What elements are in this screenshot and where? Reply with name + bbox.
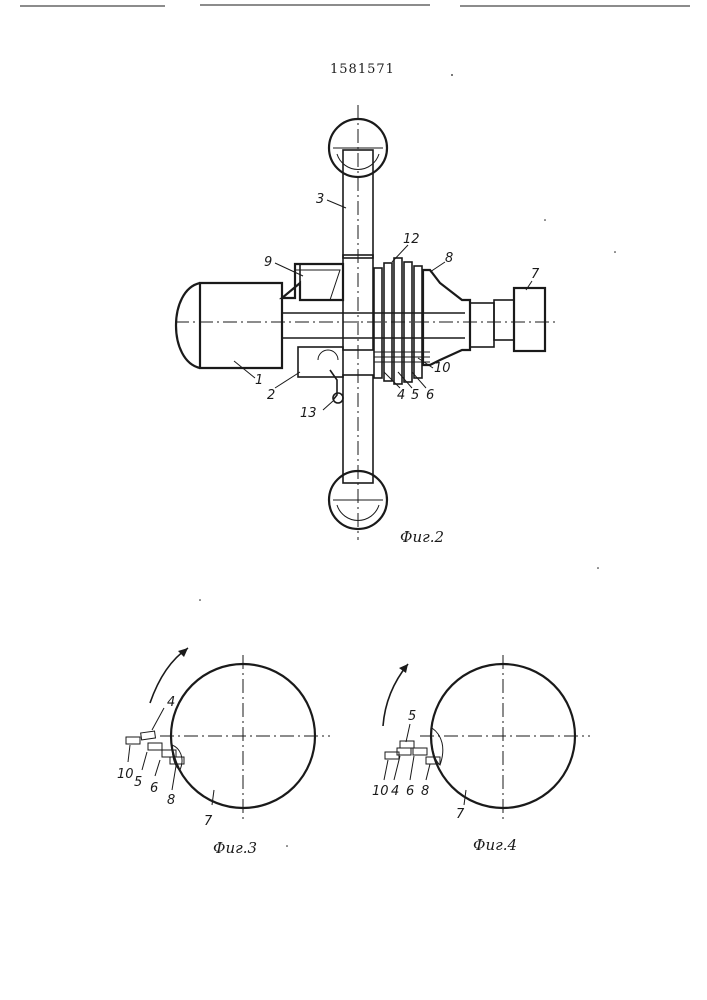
leader-lines [234, 200, 532, 410]
label-7: 7 [531, 267, 540, 282]
label-10: 10 [372, 784, 389, 799]
workpiece [494, 288, 545, 351]
figure-3: 4 10 5 6 8 7 Фиг.3 [117, 648, 330, 857]
label-5: 5 [408, 709, 416, 724]
motor-body [176, 283, 282, 368]
label-3: 3 [316, 192, 324, 207]
label-5: 5 [134, 775, 142, 790]
label-6: 6 [426, 388, 434, 403]
label-12: 12 [403, 232, 420, 247]
figure-3-caption: Фиг.3 [213, 839, 257, 857]
figure-2: 1 2 3 4 5 6 7 8 9 10 12 13 Фиг.2 [175, 105, 555, 546]
label-6: 6 [150, 781, 158, 796]
label-10: 10 [434, 361, 451, 376]
label-5: 5 [411, 388, 419, 403]
label-8: 8 [421, 784, 429, 799]
label-1: 1 [255, 373, 263, 388]
rotation-arrow [383, 664, 408, 726]
label-8: 8 [167, 793, 175, 808]
figure-4-caption: Фиг.4 [473, 836, 517, 854]
fitting [330, 370, 343, 403]
label-6: 6 [406, 784, 414, 799]
label-8: 8 [445, 251, 453, 266]
label-4: 4 [391, 784, 399, 799]
patent-number: 1581571 [330, 62, 395, 77]
label-2: 2 [267, 388, 275, 403]
figure-2-caption: Фиг.2 [400, 528, 444, 546]
label-7: 7 [456, 807, 465, 822]
label-10: 10 [117, 767, 134, 782]
abrasive-segments [126, 731, 184, 770]
cone-nose [423, 270, 494, 365]
label-4: 4 [167, 695, 175, 710]
figure-4: 5 10 4 6 8 7 Фиг.4 [372, 655, 590, 854]
friction-discs [374, 258, 430, 384]
label-7: 7 [204, 814, 213, 829]
label-9: 9 [264, 255, 272, 270]
page-top-edge [20, 5, 690, 6]
scan-specks [199, 74, 616, 847]
label-13: 13 [300, 406, 317, 421]
housing [282, 264, 343, 377]
label-4: 4 [397, 388, 405, 403]
